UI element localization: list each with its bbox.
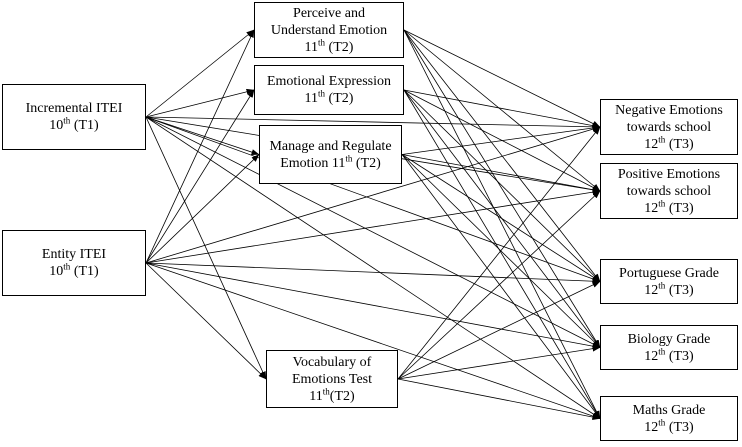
- manage-grade-suffix: th: [345, 152, 353, 163]
- manage-label-line1: Manage and Regulate: [269, 138, 392, 154]
- path-arrow-entity-to-vocabulary: [145, 262, 267, 380]
- manage-label-line2: Emotion 11: [280, 155, 346, 171]
- negative-emotions-box: Negative Emotions towards school 12th (T…: [600, 99, 738, 155]
- incremental-itei-grade-suffix: th: [63, 115, 71, 126]
- path-arrow-vocabulary-to-negative: [397, 126, 601, 380]
- path-arrow-incremental-to-expression: [145, 88, 255, 118]
- biology-grade: 12: [644, 348, 659, 364]
- vocabulary-grade: 11: [309, 388, 323, 404]
- negative-grade: 12: [644, 136, 659, 152]
- vocabulary-label-line2: Emotions Test: [291, 371, 373, 387]
- emotional-expression-box: Emotional Expression 11th (T2): [254, 65, 404, 115]
- biology-grade-box: Biology Grade 12th (T3): [600, 325, 738, 370]
- path-arrow-entity-to-negative: [145, 126, 601, 264]
- path-arrow-incremental-to-maths: [145, 116, 601, 419]
- positive-label-line1: Positive Emotions: [617, 166, 721, 182]
- portuguese-time: (T3): [665, 282, 694, 298]
- path-arrow-vocabulary-to-maths: [397, 378, 601, 421]
- positive-grade: 12: [644, 200, 659, 216]
- expression-grade: 11: [304, 91, 319, 106]
- perceive-time: (T2): [325, 39, 354, 55]
- vocabulary-time: (T2): [329, 388, 355, 404]
- perceive-understand-emotion-box: Perceive and Understand Emotion 11th (T2…: [254, 2, 404, 58]
- positive-label-line2: towards school: [626, 183, 712, 199]
- path-arrow-perceive-to-negative: [403, 29, 601, 128]
- positive-grade-suffix: th: [658, 197, 666, 208]
- path-arrow-incremental-to-manage: [145, 116, 260, 155]
- path-arrow-incremental-to-negative: [145, 116, 601, 130]
- path-arrow-manage-to-maths: [401, 154, 601, 419]
- negative-time: (T3): [665, 136, 694, 152]
- portuguese-grade-box: Portuguese Grade 12th (T3): [600, 259, 738, 304]
- biology-grade-suffix: th: [658, 345, 666, 356]
- perceive-grade: 11: [304, 39, 319, 55]
- path-arrow-incremental-to-biology: [145, 116, 601, 348]
- negative-label-line1: Negative Emotions: [615, 102, 723, 118]
- maths-grade: 12: [644, 419, 659, 435]
- perceive-grade-suffix: th: [318, 36, 326, 47]
- incremental-itei-time: (T1): [70, 118, 99, 133]
- portuguese-grade-suffix: th: [658, 279, 666, 290]
- expression-label: Emotional Expression: [266, 74, 392, 89]
- path-arrow-perceive-to-biology: [403, 29, 601, 348]
- path-arrow-entity-to-manage: [145, 154, 260, 264]
- path-arrow-expression-to-negative: [403, 89, 601, 129]
- path-arrow-vocabulary-to-portuguese: [397, 281, 601, 380]
- entity-itei-grade-suffix: th: [63, 261, 71, 272]
- path-arrow-vocabulary-to-biology: [397, 345, 601, 380]
- biology-time: (T3): [665, 348, 694, 364]
- entity-itei-grade: 10: [49, 264, 64, 279]
- incremental-itei-grade: 10: [49, 118, 64, 133]
- positive-emotions-box: Positive Emotions towards school 12th (T…: [600, 163, 738, 219]
- entity-itei-label: Entity ITEI: [41, 247, 107, 262]
- path-arrow-perceive-to-portuguese: [403, 29, 601, 282]
- path-arrow-entity-to-expression: [145, 89, 255, 264]
- portuguese-label: Portuguese Grade: [619, 265, 719, 281]
- path-arrow-incremental-to-perceive: [145, 29, 255, 118]
- biology-label: Biology Grade: [627, 331, 711, 347]
- path-arrow-vocabulary-to-positive: [397, 190, 601, 380]
- path-arrow-entity-to-biology: [145, 262, 601, 350]
- expression-grade-suffix: th: [318, 88, 326, 99]
- vocabulary-label-line1: Vocabulary of: [292, 354, 372, 370]
- maths-grade-box: Maths Grade 12th (T3): [600, 396, 738, 441]
- path-arrow-incremental-to-vocabulary: [145, 116, 267, 380]
- path-arrow-incremental-to-portuguese: [145, 116, 601, 282]
- entity-itei-time: (T1): [70, 264, 99, 279]
- manage-regulate-emotion-box: Manage and Regulate Emotion 11th (T2): [259, 125, 402, 184]
- path-arrow-perceive-to-positive: [403, 29, 601, 192]
- positive-time: (T3): [665, 200, 694, 216]
- path-arrow-entity-to-portuguese: [145, 262, 601, 285]
- perceive-label-line2: Understand Emotion: [270, 22, 388, 38]
- path-arrow-entity-to-perceive: [145, 29, 255, 264]
- negative-grade-suffix: th: [658, 133, 666, 144]
- vocabulary-of-emotions-test-box: Vocabulary of Emotions Test 11th(T2): [266, 350, 398, 408]
- path-arrow-manage-to-negative: [401, 125, 601, 155]
- maths-label: Maths Grade: [632, 402, 706, 418]
- vocabulary-grade-suffix: th: [322, 385, 330, 396]
- path-arrow-expression-to-maths: [403, 89, 601, 419]
- portuguese-grade: 12: [644, 282, 659, 298]
- perceive-label-line1: Perceive and: [293, 5, 365, 21]
- path-arrow-entity-to-maths: [145, 262, 601, 419]
- entity-itei-box: Entity ITEI 10th (T1): [2, 230, 146, 296]
- expression-time: (T2): [325, 91, 354, 106]
- path-arrow-expression-to-portuguese: [403, 89, 601, 282]
- path-arrow-manage-to-positive: [401, 154, 601, 193]
- path-arrow-perceive-to-maths: [403, 29, 601, 419]
- maths-grade-suffix: th: [658, 416, 666, 427]
- negative-label-line2: towards school: [626, 119, 712, 135]
- incremental-itei-box: Incremental ITEI 10th (T1): [2, 84, 146, 150]
- manage-time: (T2): [352, 155, 381, 171]
- incremental-itei-label: Incremental ITEI: [25, 101, 123, 116]
- path-arrow-entity-to-positive: [145, 189, 601, 264]
- maths-time: (T3): [665, 419, 694, 435]
- path-arrow-manage-to-portuguese: [401, 154, 601, 282]
